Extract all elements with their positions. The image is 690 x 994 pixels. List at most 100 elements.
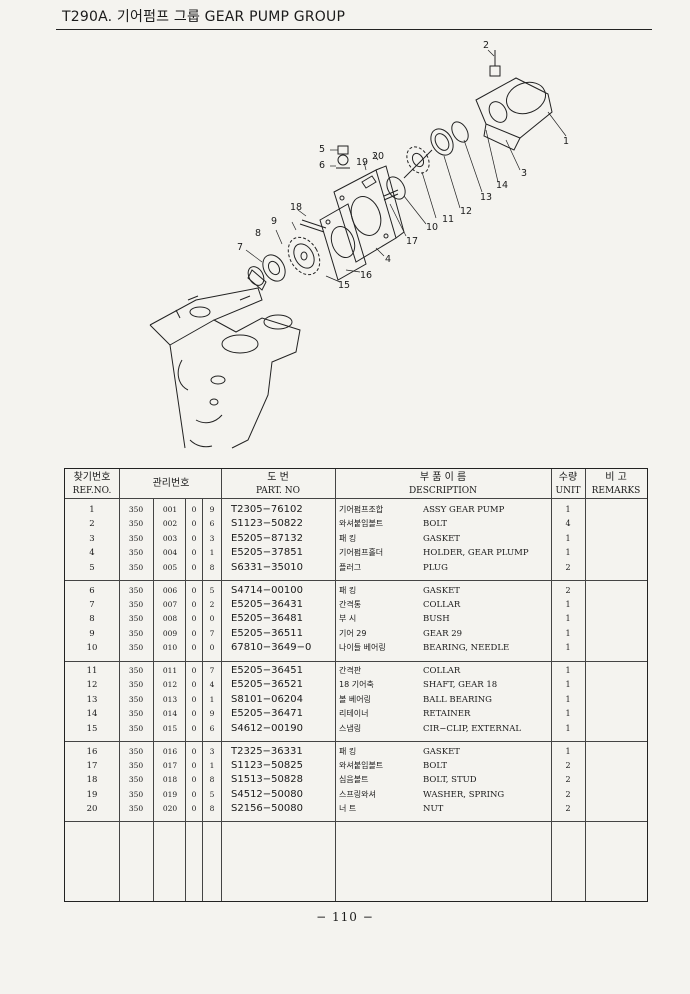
cell-unit: 2 xyxy=(565,562,571,572)
cell-g3: 0 xyxy=(191,599,197,609)
cell-unit: 1 xyxy=(565,694,571,704)
cell-kor: 18 기어축 xyxy=(339,680,374,690)
cell-g3: 0 xyxy=(191,804,197,814)
cell-unit: 1 xyxy=(565,709,571,719)
cell-desc: WASHER, SPRING xyxy=(423,789,505,800)
header-part-kor: 도 번 xyxy=(267,472,289,483)
cell-g3: 0 xyxy=(191,614,197,624)
cell-unit: 1 xyxy=(565,628,571,638)
cell-ref: 3 xyxy=(89,533,95,544)
cell-part: E5205−37851 xyxy=(231,547,303,559)
cell-ref: 13 xyxy=(86,694,98,705)
cell-g2: 013 xyxy=(162,694,178,704)
cell-g4: 5 xyxy=(209,789,215,799)
cell-g3: 0 xyxy=(191,709,197,719)
part-fasteners xyxy=(299,145,399,233)
cell-desc: CIR−CLIP, EXTERNAL xyxy=(423,723,522,734)
cell-part: S1123−50825 xyxy=(231,759,303,771)
cell-g3: 0 xyxy=(191,585,197,595)
cell-g4: 1 xyxy=(209,760,215,770)
cell-g1: 350 xyxy=(128,643,144,653)
cell-g3: 0 xyxy=(191,666,197,675)
cell-part: E5205−36481 xyxy=(231,613,303,625)
cell-ref: 11 xyxy=(86,666,98,676)
cell-g3: 0 xyxy=(191,775,197,785)
cell-g1: 350 xyxy=(128,746,144,756)
cell-unit: 1 xyxy=(565,533,571,543)
cell-kor: 간격통 xyxy=(339,599,362,609)
cell-part: S6331−35010 xyxy=(231,561,303,573)
cell-g1: 350 xyxy=(128,585,144,595)
header-desc-eng: DESCRIPTION xyxy=(408,486,478,496)
cell-ref: 15 xyxy=(86,723,98,734)
cell-g4: 9 xyxy=(209,505,215,514)
cell-unit: 1 xyxy=(565,614,571,624)
callout-16: 16 xyxy=(359,270,373,281)
cell-g3: 0 xyxy=(191,519,197,529)
part-bush xyxy=(262,254,286,282)
cell-g2: 015 xyxy=(162,723,178,733)
cell-ref: 8 xyxy=(89,614,95,625)
cell-part: S8101−06204 xyxy=(231,693,303,705)
header-remarks-eng: REMARKS xyxy=(591,486,641,496)
cell-ref: 2 xyxy=(89,519,95,530)
callout-9: 9 xyxy=(270,216,278,227)
part-collar xyxy=(247,266,267,291)
cell-ref: 7 xyxy=(89,599,95,610)
parts-table: 찾기번호 REF.NO. 관리번호 도 번 PART. NO 부 품 이 름 D… xyxy=(64,468,648,902)
cell-g1: 350 xyxy=(128,804,144,814)
cell-desc: COLLAR xyxy=(423,599,461,610)
cell-desc: COLLAR xyxy=(423,666,461,676)
cell-desc: SHAFT, GEAR 18 xyxy=(423,680,498,691)
cell-g2: 003 xyxy=(162,533,178,543)
cell-g1: 350 xyxy=(128,505,144,514)
cell-g3: 0 xyxy=(191,643,197,653)
cell-unit: 4 xyxy=(565,519,571,529)
callout-14: 14 xyxy=(495,180,509,191)
cell-desc: NUT xyxy=(423,804,444,815)
cell-ref: 1 xyxy=(89,505,95,515)
cell-g4: 8 xyxy=(209,775,215,785)
cell-kor: 기어펌프홀더 xyxy=(339,548,384,558)
cell-part: S4612−00190 xyxy=(231,722,303,734)
cell-g1: 350 xyxy=(128,548,144,558)
cell-unit: 2 xyxy=(565,804,571,814)
cell-desc: HOLDER, GEAR PLUMP xyxy=(423,548,529,559)
cell-part: T2305−76102 xyxy=(231,504,303,515)
cell-g4: 1 xyxy=(209,548,215,558)
cell-unit: 1 xyxy=(565,599,571,609)
header-part-eng: PART. NO xyxy=(255,486,300,496)
cell-unit: 1 xyxy=(565,548,571,558)
cell-unit: 1 xyxy=(565,746,571,756)
cell-kor: 부 시 xyxy=(339,614,357,624)
cell-part: E5205−87132 xyxy=(231,532,303,544)
header-unit-kor: 수량 xyxy=(558,472,578,483)
cell-desc: PLUG xyxy=(423,562,448,573)
cell-desc: BOLT, STUD xyxy=(423,775,477,786)
diagram-drawing xyxy=(149,49,567,449)
cell-kor: 나이들 베어링 xyxy=(339,643,386,653)
cell-g4: 5 xyxy=(209,585,215,595)
cell-kor: 스프링와셔 xyxy=(339,789,376,799)
cell-g4: 7 xyxy=(209,628,215,638)
cell-unit: 1 xyxy=(565,643,571,653)
cell-kor: 간격판 xyxy=(339,666,362,675)
cell-g1: 350 xyxy=(128,666,144,675)
cell-desc: RETAINER xyxy=(423,709,471,720)
cell-unit: 1 xyxy=(565,505,571,514)
cell-g3: 0 xyxy=(191,760,197,770)
callout-19: 19 xyxy=(355,157,369,168)
cell-g4: 0 xyxy=(209,614,215,624)
cell-g1: 350 xyxy=(128,680,144,690)
cell-g1: 350 xyxy=(128,614,144,624)
cell-g4: 6 xyxy=(209,723,215,733)
cell-part: S4714−00100 xyxy=(231,584,303,596)
callout-15: 15 xyxy=(337,280,351,291)
header-rule xyxy=(56,29,652,30)
cell-g4: 9 xyxy=(209,709,215,719)
